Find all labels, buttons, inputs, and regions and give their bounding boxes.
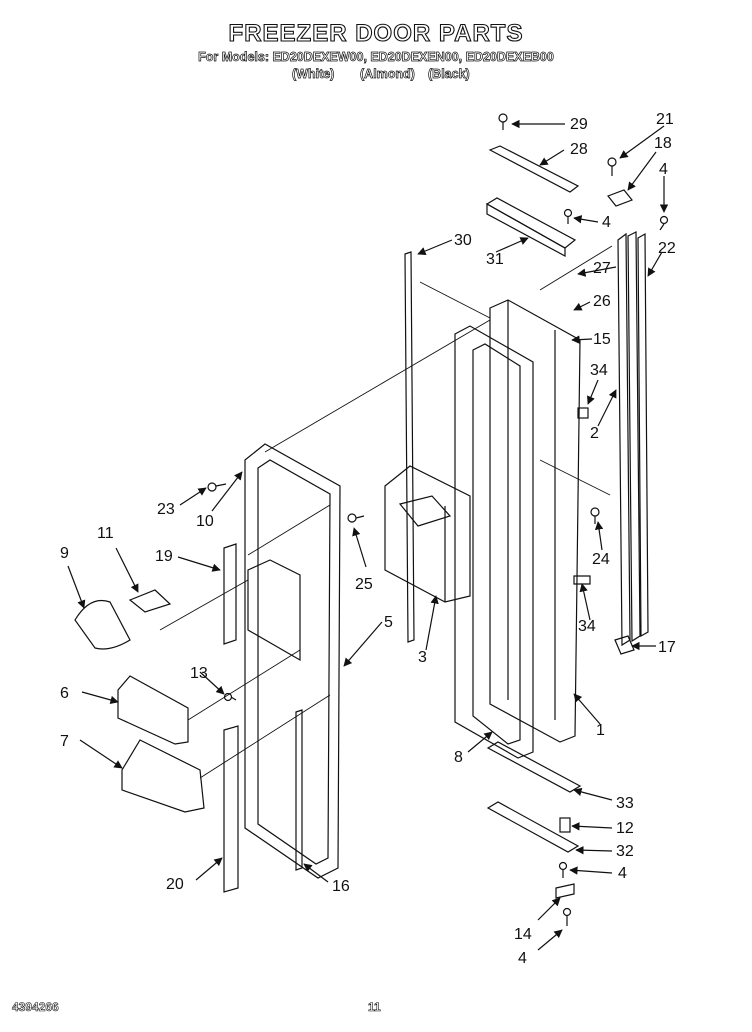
document-number: 4394266 [12,1000,59,1015]
clip-34-upper [577,407,589,419]
screw-4-lowest [562,907,572,926]
lever-11 [128,589,172,613]
callout-4-a: 4 [659,161,668,178]
callout-4-d: 4 [518,950,527,967]
color-black-label: (Black) [428,67,470,82]
callout-5: 5 [384,614,393,631]
hinge-bracket-18 [607,189,633,207]
trim-strip-19 [223,543,237,645]
callout-24: 24 [592,551,610,568]
side-trim-22 [617,231,649,647]
callout-33: 33 [616,795,634,812]
callout-7: 7 [60,733,69,750]
callout-10: 10 [196,513,214,530]
callout-15: 15 [593,331,611,348]
callout-12: 12 [616,820,634,837]
callout-23: 23 [157,501,175,518]
callout-27: 27 [593,260,611,277]
inner-door-frame-5 [244,443,341,879]
callout-2: 2 [590,425,599,442]
callout-19: 19 [155,548,173,565]
callout-1: 1 [596,722,605,739]
dispenser-housing [247,559,301,662]
door-outer-panel-1 [489,299,581,743]
callout-26: 26 [593,293,611,310]
hinge-14 [555,883,575,899]
callout-labels: 29 28 21 18 4 4 30 31 22 27 26 15 34 2 2… [60,111,676,967]
callout-4-c: 4 [618,865,627,882]
screw-24 [590,507,600,524]
screw-29 [498,113,508,130]
callout-13: 13 [190,665,208,682]
callout-3: 3 [418,649,427,666]
cover-9 [74,599,131,650]
callout-30: 30 [454,232,472,249]
callout-14: 14 [514,926,532,943]
callout-22: 22 [658,240,676,257]
screw-4-right [659,215,669,231]
bottom-bracket-32 [486,801,580,853]
callout-29: 29 [570,116,588,133]
callout-34-b: 34 [578,618,596,635]
clip-17 [614,635,635,655]
callout-9: 9 [60,545,69,562]
dispenser-module-3 [384,465,471,603]
screw-13 [223,692,237,702]
screw-23 [207,482,227,492]
callout-17: 17 [658,639,676,656]
screw-4-bottom [558,861,568,878]
tray-7 [121,739,205,813]
callout-28: 28 [570,141,588,158]
hinge-pin-12 [559,817,571,833]
callout-25: 25 [355,576,373,593]
callout-18: 18 [654,135,672,152]
screw-21 [607,157,617,176]
callout-31: 31 [486,251,504,268]
page-title: FREEZER DOOR PARTS [228,19,524,47]
callout-32: 32 [616,843,634,860]
callout-21: 21 [656,111,674,128]
models-line: For Models: ED20DEXEW00, ED20DEXEN00, ED… [198,50,554,65]
bracket-31 [485,197,577,258]
page-number: 11 [368,1000,381,1015]
screw-4-top [563,208,573,224]
callout-11: 11 [97,525,114,542]
door-liner-8 [454,325,534,759]
color-almond-label: (Almond) [360,67,416,82]
callout-20: 20 [166,876,184,893]
strip-20 [223,725,239,893]
leader-arrows [67,119,669,951]
trim-28 [488,145,580,193]
screw-25 [347,513,365,523]
strip-16 [295,709,303,871]
callout-16: 16 [332,878,350,895]
color-white-label: (White) [292,67,335,82]
callout-6: 6 [60,685,69,702]
drip-tray-6 [117,675,189,745]
callout-4-b: 4 [602,214,611,231]
clip-34-lower [573,575,591,585]
callout-34-a: 34 [590,362,608,379]
explode-lines [159,245,613,779]
bottom-trim-33 [486,741,582,793]
callout-8: 8 [454,749,463,766]
